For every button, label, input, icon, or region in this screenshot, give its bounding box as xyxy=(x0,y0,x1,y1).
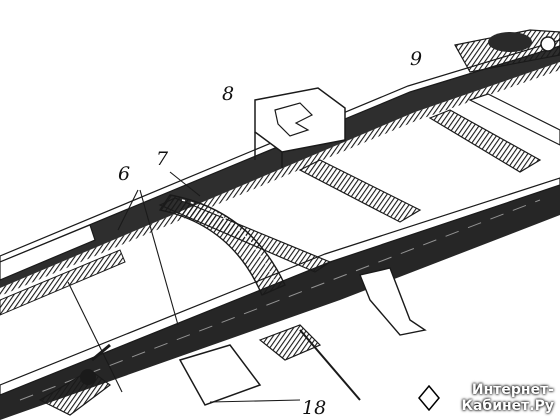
mounting-bracket-8 xyxy=(254,87,346,168)
callout-8: 8 xyxy=(222,83,234,105)
callout-9: 9 xyxy=(410,48,422,70)
watermark-line1: Интернет- xyxy=(471,382,554,398)
leader-lines xyxy=(67,171,301,403)
callout-18: 18 xyxy=(302,397,326,419)
watermark-line2: Кабинет.Ру xyxy=(461,398,554,414)
front-rail-extension xyxy=(0,224,126,316)
curved-cross-member xyxy=(158,194,286,296)
front-towing-bracket xyxy=(38,343,111,416)
callout-7: 7 xyxy=(156,148,169,170)
rear-spring-hanger xyxy=(454,29,560,73)
watermark: Интернет- Кабинет.Ру xyxy=(462,382,554,414)
near-side-rail xyxy=(0,177,560,420)
side-bracket-right xyxy=(359,267,427,336)
step-bracket-18 xyxy=(178,324,361,406)
far-side-rail xyxy=(0,39,560,296)
watermark-logo-icon xyxy=(418,384,440,412)
callout-6: 6 xyxy=(118,163,130,185)
